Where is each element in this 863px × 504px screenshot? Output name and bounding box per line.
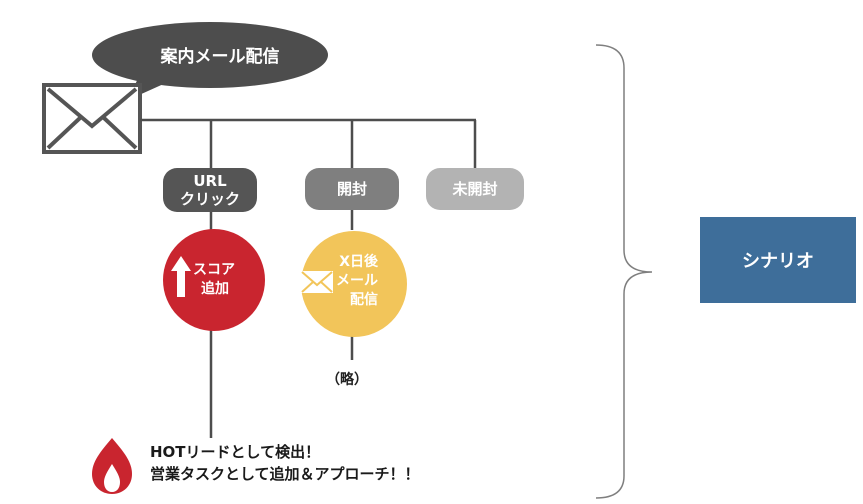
- url-click-line1: URL: [193, 172, 227, 190]
- url-click-line2: クリック: [179, 190, 240, 208]
- opened-label: 開封: [336, 180, 367, 198]
- mail-icon: [301, 271, 333, 293]
- url-click-pill: URL クリック: [163, 168, 257, 212]
- hot-lead-line1: HOTリードとして検出！: [150, 443, 321, 461]
- followup-line1: X日後: [339, 254, 378, 270]
- hot-lead-text: HOTリードとして検出！ 営業タスクとして追加＆アプローチ！！: [150, 441, 420, 485]
- flame-icon: [92, 438, 132, 494]
- score-line2: 追加: [201, 281, 229, 297]
- hot-lead-line2: 営業タスクとして追加＆アプローチ！！: [150, 465, 420, 483]
- followup-line3: 配信: [350, 292, 378, 308]
- followup-text: X日後 メール 配信: [334, 253, 378, 310]
- omitted-label: （略）: [326, 372, 368, 388]
- score-line1: スコア: [193, 262, 235, 278]
- followup-circle: [301, 231, 407, 337]
- envelope-icon: [42, 83, 142, 154]
- score-text: スコア 追加: [193, 261, 235, 299]
- unopened-pill: 未開封: [426, 168, 524, 210]
- scenario-label: シナリオ: [742, 251, 814, 272]
- score-circle: [163, 229, 265, 331]
- brace: [595, 44, 653, 499]
- scenario-box: シナリオ: [700, 217, 856, 303]
- followup-line2: メール: [336, 273, 378, 289]
- bubble-label: 案内メール配信: [160, 47, 280, 67]
- unopened-label: 未開封: [452, 180, 498, 198]
- arrow-up-icon: [171, 256, 191, 297]
- opened-pill: 開封: [305, 168, 399, 210]
